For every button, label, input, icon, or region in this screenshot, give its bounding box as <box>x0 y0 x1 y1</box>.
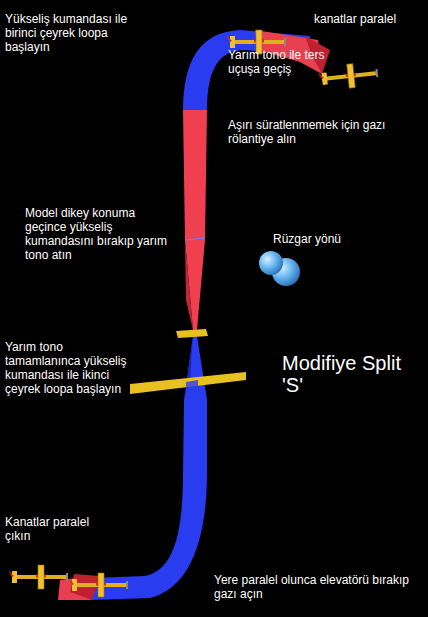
instruction-note: Aşırı süratlenmemek için gazı rölantiye … <box>228 118 403 146</box>
instruction-note: Model dikey konuma geçince yükseliş kuma… <box>25 206 177 262</box>
instruction-note: Kanatlar paralel çıkın <box>5 515 115 543</box>
instruction-note: Yarım tono ile ters uçuşa geçiş <box>228 48 328 76</box>
instruction-note: Yere paralel olunca elevatörü bırakıp ga… <box>214 573 424 601</box>
instruction-note: Yarım tono tamamlanınca yükseliş kumanda… <box>5 340 127 396</box>
instruction-note: Yükseliş kumandası ile birinci çeyrek lo… <box>5 12 135 54</box>
orientation-note: kanatlar paralel <box>314 12 424 26</box>
wind-direction-label: Rüzgar yönü <box>273 232 373 246</box>
diagram-title: Modifiye Split 'S' <box>282 352 407 396</box>
